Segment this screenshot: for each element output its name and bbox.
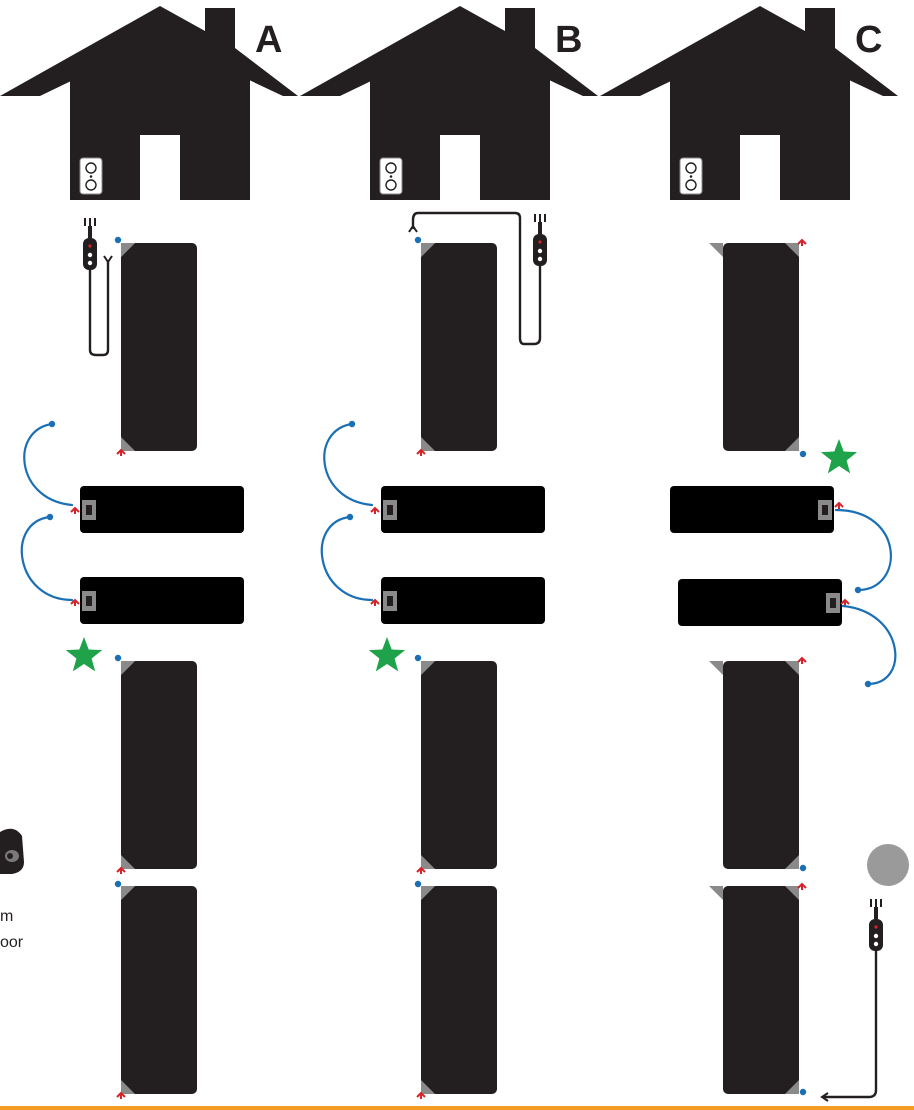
house-icon [600, 6, 898, 200]
house-icon [300, 6, 598, 200]
plug-end [797, 656, 807, 664]
outlet-icon [679, 157, 703, 195]
connector-icon [421, 661, 435, 675]
cable-end [414, 654, 422, 662]
connector-icon [709, 661, 723, 675]
cable [834, 508, 892, 592]
cable-end [114, 880, 122, 888]
power-plug-icon [83, 218, 97, 270]
star-icon [65, 637, 103, 672]
floor-mat [723, 243, 799, 451]
connector-icon [121, 886, 135, 900]
star-icon [368, 637, 406, 672]
runner-mat [381, 486, 545, 533]
cable [841, 604, 897, 686]
runner-mat [678, 579, 842, 626]
cable [23, 422, 74, 507]
connector-icon [421, 886, 435, 900]
plug-end [797, 882, 807, 890]
cable [320, 515, 374, 602]
plug-end [797, 238, 807, 246]
connector-icon [785, 855, 799, 869]
connector-icon [785, 437, 799, 451]
floor-mat [421, 886, 497, 1094]
column-label-b: B [555, 19, 582, 61]
plug-end [103, 255, 113, 264]
connector-icon [121, 661, 135, 675]
cable-end [114, 654, 122, 662]
side-caption-line1: m [0, 908, 13, 925]
cable-end [46, 513, 54, 521]
power-plug-icon [869, 899, 883, 951]
plug-end [416, 866, 426, 874]
column-label-c: C [855, 19, 882, 61]
plug-end [370, 506, 380, 514]
plug-end [116, 448, 126, 456]
cable-end [799, 1088, 807, 1096]
floor-mat [421, 661, 497, 869]
connector-icon [709, 243, 723, 257]
accent-bar [0, 1106, 914, 1110]
floor-mat [723, 661, 799, 869]
floor-mat [121, 243, 197, 451]
column-label-a: A [255, 19, 282, 61]
side-caption-line2: oor [0, 934, 24, 951]
floor-mat [121, 661, 197, 869]
gray-dot [867, 844, 909, 886]
cable [323, 422, 374, 507]
cable-end [854, 586, 862, 594]
cable-end [864, 680, 872, 688]
cable-end [414, 880, 422, 888]
plug-end [840, 598, 850, 606]
cable-end [799, 864, 807, 872]
plug-end [416, 448, 426, 456]
floor-mat [723, 886, 799, 1094]
runner-mat [80, 486, 244, 533]
floor-mat [121, 886, 197, 1094]
cable-end [348, 420, 356, 428]
cable-end [799, 450, 807, 458]
cable-end [114, 236, 122, 244]
cable-end [414, 236, 422, 244]
cable-end [346, 513, 354, 521]
outlet-icon [379, 157, 403, 195]
power-cord [823, 949, 878, 1099]
connector-icon [421, 437, 435, 451]
outlet-icon [79, 157, 103, 195]
boot-icon [0, 828, 24, 874]
power-cord [411, 211, 542, 346]
plug-end [416, 1091, 426, 1099]
connector-icon [121, 855, 135, 869]
plug-end [370, 598, 380, 606]
plug-end [408, 224, 418, 233]
power-cord [88, 260, 110, 357]
connector-icon [121, 243, 135, 257]
runner-mat [670, 486, 834, 533]
connector-icon [709, 886, 723, 900]
connector-icon [785, 886, 799, 900]
plug-end [820, 1092, 829, 1102]
connector-icon [421, 855, 435, 869]
connector-icon [421, 243, 435, 257]
plug-end [116, 866, 126, 874]
runner-mat [80, 577, 244, 624]
connector-icon [785, 661, 799, 675]
connector-icon [785, 243, 799, 257]
power-plug-icon [533, 214, 547, 266]
star-icon [820, 439, 858, 474]
connector-icon [121, 1080, 135, 1094]
plug-end [116, 1091, 126, 1099]
connector-icon [121, 437, 135, 451]
plug-end [834, 501, 844, 509]
floor-mat [421, 243, 497, 451]
connector-icon [421, 1080, 435, 1094]
cable-end [48, 420, 56, 428]
runner-mat [381, 577, 545, 624]
connector-icon [785, 1080, 799, 1094]
house-icon [0, 6, 298, 200]
cable [20, 515, 74, 602]
plug-end [70, 598, 80, 606]
plug-end [70, 506, 80, 514]
